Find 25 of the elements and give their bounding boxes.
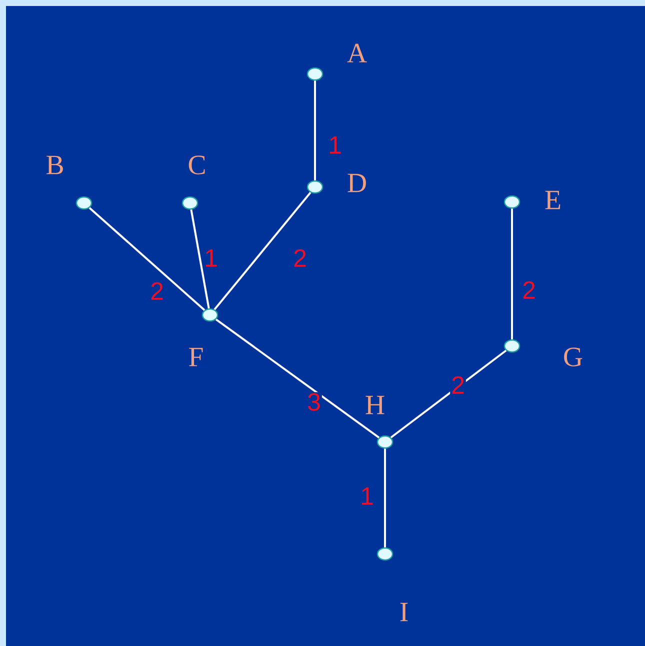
vertex-label: H xyxy=(366,396,384,414)
vertex-label: B xyxy=(46,156,63,174)
edge-weight: 1 xyxy=(203,248,219,268)
edge-weight: 3 xyxy=(306,392,322,412)
edge-line xyxy=(190,209,210,309)
edge-line xyxy=(215,318,380,438)
vertex-label: C xyxy=(188,156,205,174)
vertex-label: F xyxy=(189,348,203,366)
edge-line xyxy=(88,207,206,311)
edge-weight: 2 xyxy=(149,281,165,301)
edge-weight: 1 xyxy=(327,135,343,155)
vertex-label: I xyxy=(400,602,408,622)
edge-weight: 2 xyxy=(450,375,466,395)
edge-line xyxy=(384,448,386,548)
vertex-label: D xyxy=(348,174,366,192)
edge-weight: 1 xyxy=(359,486,375,506)
edge-line xyxy=(314,80,316,180)
edge-line xyxy=(214,192,312,310)
edge-weight: 2 xyxy=(521,280,537,300)
edge-weight: 2 xyxy=(292,248,308,268)
edge-line xyxy=(390,350,507,438)
edge-line xyxy=(511,208,513,340)
vertex-label: G xyxy=(564,348,582,366)
vertex-label: E xyxy=(545,190,560,210)
vertex-label: A xyxy=(347,44,367,62)
